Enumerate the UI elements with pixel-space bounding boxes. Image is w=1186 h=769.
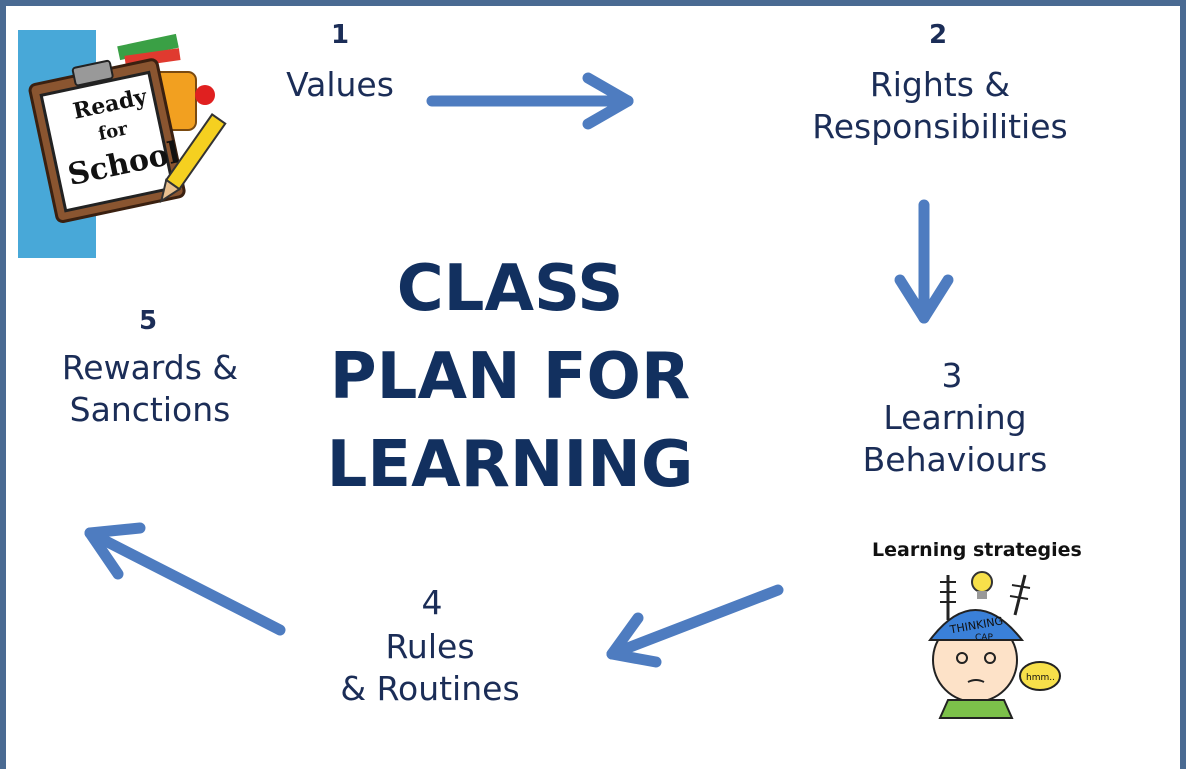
step-1-number: 1 <box>330 20 350 50</box>
step-2-label-line-2: Responsibilities <box>812 107 1068 146</box>
step-5-label-line-2: Sanctions <box>69 390 231 429</box>
step-5-label-line-1: Rewards & <box>61 348 239 387</box>
step-3-label-line-1: Learning <box>883 398 1027 437</box>
step-3-label: Learning Behaviours <box>820 397 1090 481</box>
step-3-number: 3 <box>941 356 963 395</box>
title-line-1: CLASS <box>396 252 624 326</box>
step-2-number: 2 <box>928 20 948 50</box>
arrow-rules-to-rewards <box>84 522 286 636</box>
arrow-rights-to-learning <box>894 199 954 324</box>
ready-for-school-clipart: Ready for School <box>18 30 242 258</box>
learning-strategies-clipart: Learning strategies THINKING CAP hmm.. <box>872 539 1082 719</box>
step-4-number: 4 <box>421 583 443 622</box>
step-4-label-line-1: Rules <box>385 627 475 666</box>
step-5-label: Rewards & Sanctions <box>35 347 265 431</box>
arrow-values-to-rights <box>426 72 634 130</box>
thought-bubble-text: hmm.. <box>1026 673 1055 683</box>
step-2-label: Rights & Responsibilities <box>770 64 1110 148</box>
cap-text-cap: CAP <box>975 633 993 643</box>
learning-strategies-heading: Learning strategies <box>872 539 1082 561</box>
step-3-label-line-2: Behaviours <box>862 440 1048 479</box>
title-line-2: PLAN FOR <box>329 340 691 414</box>
step-1-label: Values <box>286 65 394 104</box>
center-title: CLASS PLAN FOR LEARNING <box>310 245 710 509</box>
title-line-3: LEARNING <box>326 428 694 502</box>
step-4-label-line-2: & Routines <box>340 669 520 708</box>
step-2-label-line-1: Rights & <box>869 65 1011 104</box>
step-4-label: Rules & Routines <box>300 626 560 710</box>
step-5-number: 5 <box>138 306 158 336</box>
arrow-learning-to-rules <box>606 584 784 668</box>
